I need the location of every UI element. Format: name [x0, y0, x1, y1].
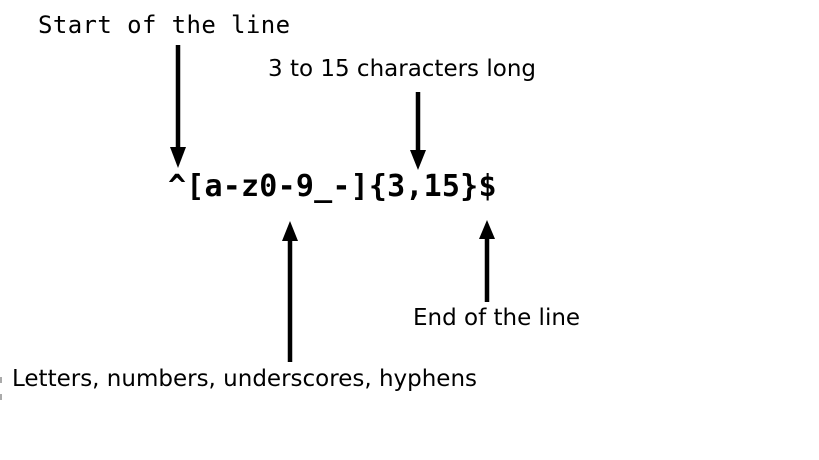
arrow-down-icon	[410, 92, 426, 170]
arrow-down-icon	[170, 45, 186, 168]
arrow-up-icon	[282, 221, 298, 362]
quantifier-label: 3 to 15 characters long	[268, 56, 536, 82]
left-edge-artifact	[0, 394, 2, 400]
start-of-line-label: Start of the line	[38, 11, 291, 39]
arrow-up-icon	[479, 220, 495, 302]
end-of-line-label: End of the line	[413, 305, 581, 331]
left-edge-artifact	[0, 377, 2, 383]
character-class-label: Letters, numbers, underscores, hyphens	[12, 366, 478, 392]
regex-pattern: ^[a-z0-9_-]{3,15}$	[168, 169, 497, 204]
